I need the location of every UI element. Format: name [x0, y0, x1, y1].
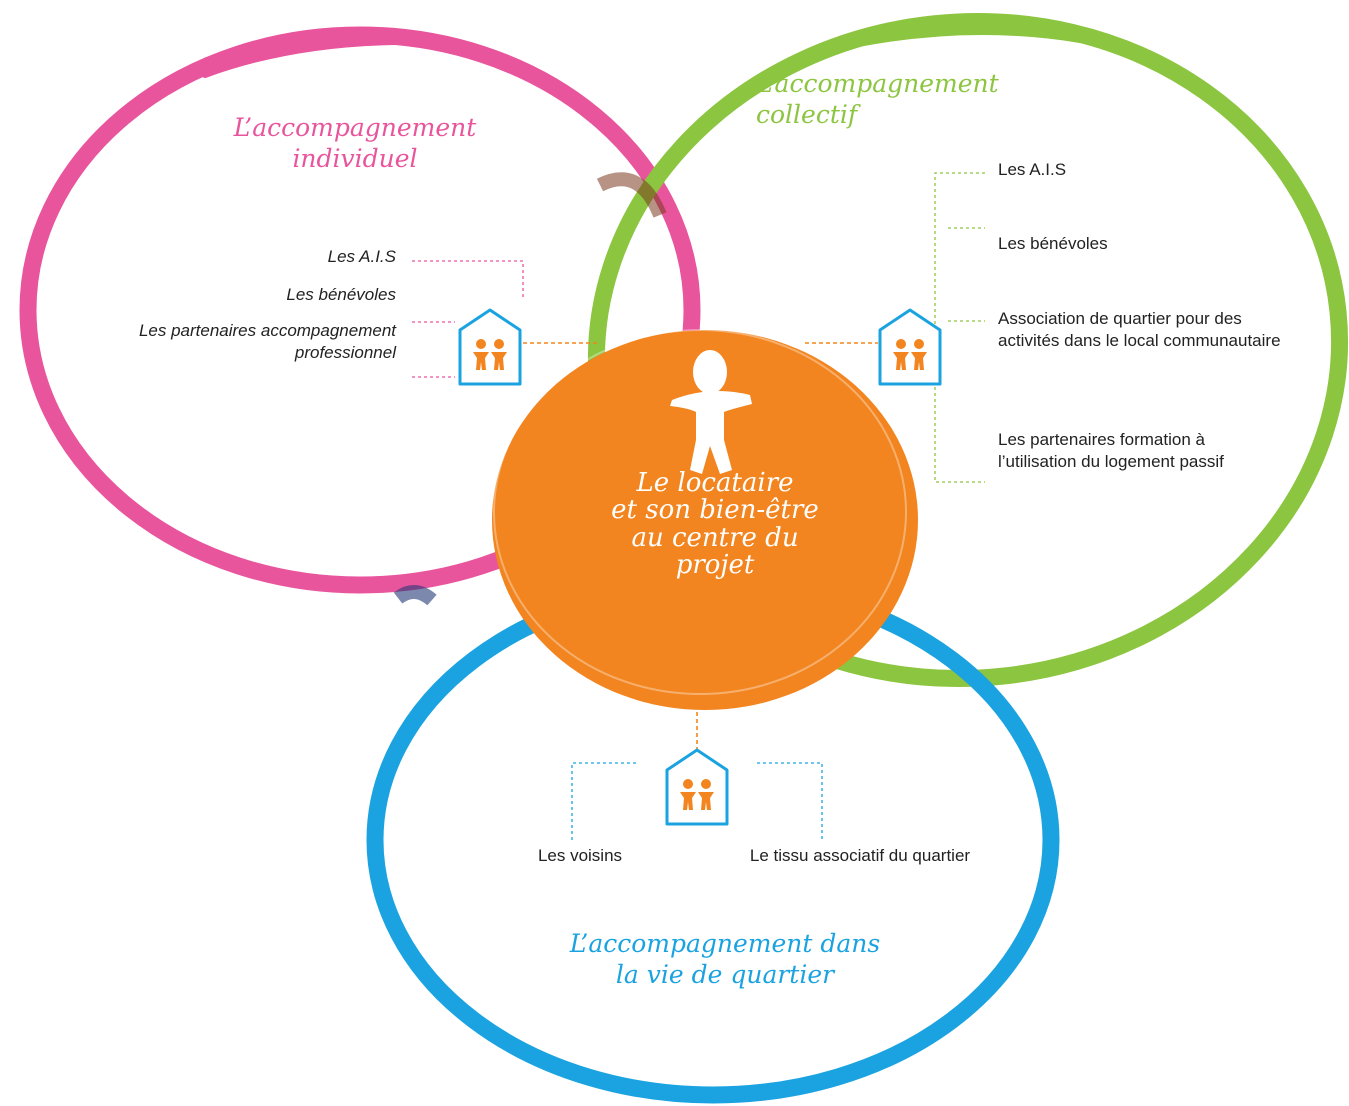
person-icon	[670, 350, 752, 474]
house-family-icon	[665, 748, 729, 826]
heading-line: la vie de quartier	[615, 960, 835, 990]
item-collectif-ais: Les A.I.S	[998, 160, 1067, 179]
heading-line: L’accompagnement	[756, 69, 999, 98]
item-individuel-benevoles: Les bénévoles	[286, 285, 396, 304]
heading-individuel: L’accompagnement individuel	[210, 112, 500, 175]
heading-collectif: L’accompagnement collectif	[756, 68, 999, 131]
item-individuel-ais: Les A.I.S	[327, 247, 396, 266]
centre-line: et son bien-être	[611, 495, 819, 526]
heading-line: L’accompagnement dans	[569, 929, 881, 958]
heading-quartier: L’accompagnement dans la vie de quartier	[560, 928, 890, 991]
heading-line: L’accompagnement	[233, 113, 477, 142]
ring-individuel	[19, 26, 701, 594]
house-family-icon	[878, 308, 942, 386]
item-individuel-partenaires: Les partenaires accompagnement professio…	[138, 321, 396, 363]
centre-text: Le locataire et son bien-être au centre …	[585, 468, 845, 580]
item-quartier-tissu: Le tissu associatif du quartier	[749, 846, 971, 865]
item-collectif-partenaires: Les partenaires formation à l’utilisatio…	[998, 430, 1224, 472]
heading-line: individuel	[292, 144, 418, 174]
item-collectif-association: Association de quartier pour des activit…	[998, 309, 1281, 351]
connectors-individuel	[412, 260, 524, 378]
item-collectif-benevoles: Les bénévoles	[998, 234, 1108, 253]
connectors-centre	[523, 342, 878, 750]
connectors-quartier	[571, 762, 823, 842]
ring-overlap-accent	[393, 585, 437, 606]
centre-line: au centre du	[631, 522, 799, 553]
centre-line: Le locataire	[636, 468, 794, 498]
ring-overlap-accent	[596, 172, 667, 218]
house-family-icon	[458, 308, 522, 386]
heading-line: collectif	[756, 100, 858, 130]
centre-blob	[492, 329, 918, 710]
centre-line: projet	[675, 549, 755, 580]
item-quartier-voisins: Les voisins	[537, 846, 623, 865]
connectors-collectif	[934, 172, 985, 483]
